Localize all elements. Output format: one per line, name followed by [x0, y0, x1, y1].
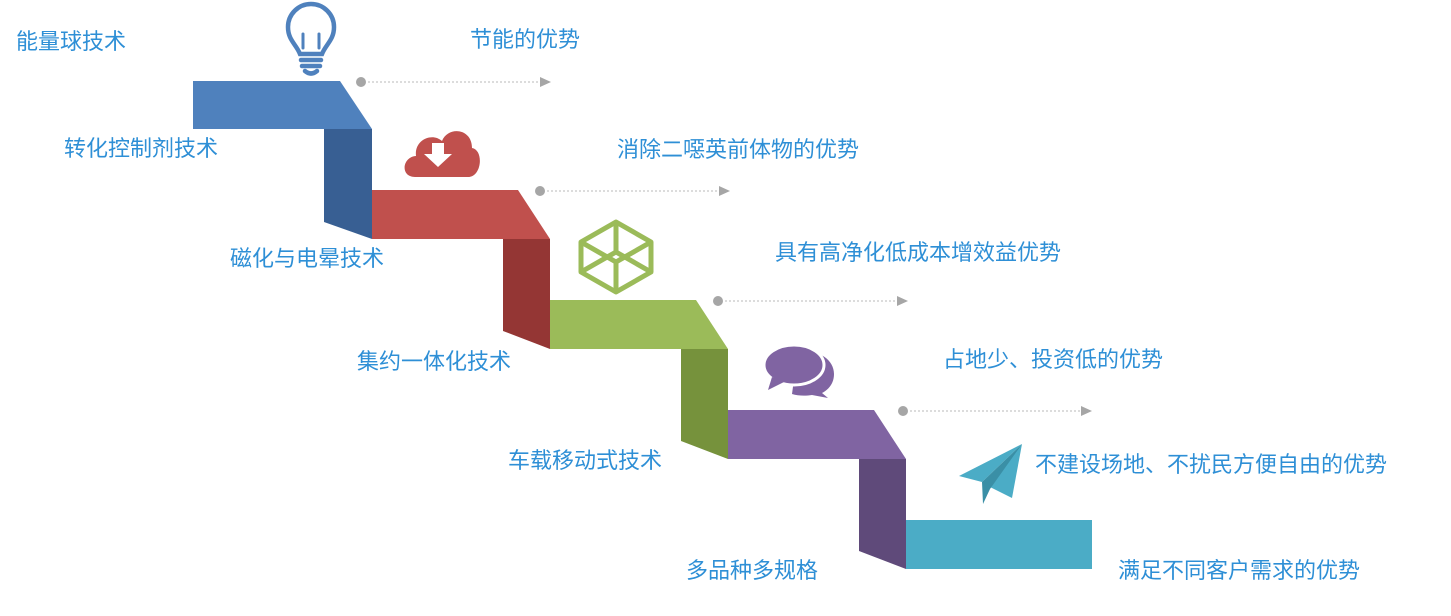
cloud-download-icon [404, 131, 480, 177]
connector-1 [356, 77, 551, 87]
step-3 [550, 300, 728, 459]
cube-icon [578, 219, 654, 295]
lightbulb-icon [285, 1, 337, 76]
technique-label-5: 车载移动式技术 [508, 449, 663, 474]
paper-plane-icon [959, 444, 1022, 504]
advantage-label-5: 不建设场地、不扰民方便自由的优势 [1035, 453, 1388, 478]
advantage-label-4: 占地少、投资低的优势 [943, 348, 1164, 373]
technique-label-3: 磁化与电晕技术 [230, 247, 385, 272]
step-1 [193, 81, 372, 239]
connector-3 [713, 296, 908, 306]
connector-2 [535, 186, 730, 196]
technique-label-6: 多品种多规格 [686, 559, 819, 584]
advantage-label-2: 消除二噁英前体物的优势 [617, 138, 860, 163]
chat-bubbles-icon [762, 343, 834, 398]
step-4 [728, 410, 906, 569]
technique-label-1: 能量球技术 [16, 30, 127, 55]
connector-4 [898, 406, 1092, 416]
advantage-label-6: 满足不同客户需求的优势 [1118, 559, 1361, 584]
step-2 [372, 190, 550, 349]
advantage-label-3: 具有高净化低成本增效益优势 [775, 241, 1062, 266]
technique-label-2: 转化控制剂技术 [64, 137, 219, 162]
step-5 [906, 520, 1092, 569]
advantage-label-1: 节能的优势 [470, 28, 581, 53]
technique-label-4: 集约一体化技术 [357, 350, 512, 375]
